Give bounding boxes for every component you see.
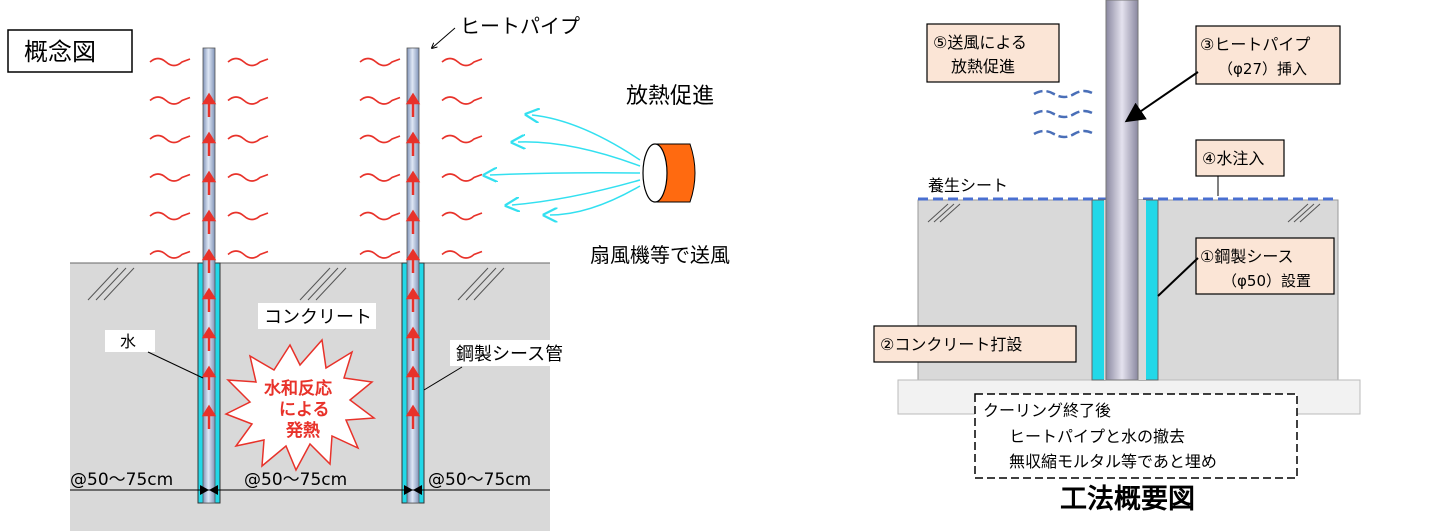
callout-fan-line-2: 放熱促進	[951, 57, 1015, 76]
heat-flow-arrowhead	[201, 326, 217, 339]
water-pointer	[147, 351, 204, 379]
method-overview-diagram: ⑤送風による 放熱促進 ③ヒートパイプ （φ27）挿入 養生シート ④水注入 ①…	[873, 0, 1361, 515]
callout-concrete-box	[873, 325, 1077, 363]
concrete-label: コンクリート	[264, 307, 372, 328]
heat-wave	[149, 211, 191, 221]
heat-wave	[441, 211, 483, 221]
diagram-caption: 工法概要図	[1060, 484, 1195, 515]
heat-flow-arrowhead	[405, 365, 421, 378]
heat-flow-arrowhead	[405, 404, 421, 417]
heat-flow-arrowhead	[201, 248, 217, 261]
heat-wave	[359, 173, 401, 182]
fan-icon	[642, 143, 696, 203]
wind-waves	[1033, 89, 1095, 139]
concrete-label-box	[258, 303, 376, 329]
steel-sheath-label: 鋼製シース管	[456, 344, 563, 365]
heat-flow-arrowhead	[405, 248, 421, 261]
heat-wave	[441, 57, 483, 67]
heat-flow-arrowhead	[201, 287, 217, 300]
water-label: 水	[120, 332, 136, 351]
pipe-pointer	[1124, 71, 1199, 123]
heat-pipe-2	[406, 47, 420, 504]
heat-flow-arrowhead	[201, 404, 217, 417]
dim-tick-1	[200, 485, 218, 495]
heat-wave	[227, 134, 269, 144]
heat-wave	[149, 250, 191, 259]
heat-wave	[441, 173, 483, 182]
reaction-line-3: 発熱	[285, 420, 320, 441]
heat-flow-arrowhead	[405, 92, 421, 105]
heat-wave	[149, 173, 191, 182]
concept-diagram: 概念図 ヒートパイプ 放熱促進 扇風機等で送風 コンクリート	[7, 14, 730, 531]
callout-fan-line-1: ⑤送風による	[933, 33, 1027, 52]
heat-wave	[227, 173, 269, 182]
heat-wave	[441, 250, 483, 259]
reaction-line-1: 水和反応	[264, 378, 332, 399]
heat-pipe-pointer	[432, 27, 456, 48]
heat-wave	[149, 96, 191, 105]
right-ground-hatch	[927, 203, 1321, 223]
sheath-pointer	[1157, 257, 1199, 297]
heat-wave	[149, 134, 191, 144]
callout-pipe-line-1: ③ヒートパイプ	[1200, 35, 1310, 54]
fan-label: 扇風機等で送風	[590, 243, 730, 267]
post-curing-line-1: クーリング終了後	[983, 401, 1111, 420]
callout-fan-box	[926, 23, 1060, 83]
heat-wave	[441, 134, 483, 144]
heat-wave	[359, 134, 401, 144]
callout-sheath-line-1: ①鋼製シース	[1200, 247, 1294, 266]
heat-wave	[227, 96, 269, 105]
steel-sheath-label-box	[450, 340, 600, 366]
heat-flow-arrowhead	[405, 209, 421, 222]
heat-flow-arrowhead	[201, 365, 217, 378]
heat-flow-arrowhead	[405, 131, 421, 144]
heat-pipe-1	[202, 47, 216, 504]
heat-pipe-label: ヒートパイプ	[460, 14, 580, 38]
post-curing-line-2: ヒートパイプと水の撤去	[1009, 427, 1185, 446]
spacing-label-3: @50～75cm	[428, 470, 531, 490]
callout-water-box	[1195, 139, 1285, 177]
callout-pipe-line-2: （φ27）挿入	[1218, 60, 1307, 78]
reaction-line-2: による	[279, 400, 330, 420]
dim-tick-2	[404, 485, 422, 495]
ground-hatch	[87, 267, 505, 301]
heat-flow-arrows	[201, 92, 421, 429]
heat-wave	[227, 211, 269, 221]
heat-emission-waves	[149, 57, 483, 259]
hydration-heat-burst	[224, 338, 377, 472]
spacing-label-2: @50～75cm	[244, 470, 347, 490]
heat-wave	[227, 57, 269, 67]
callout-water: ④水注入	[1202, 149, 1264, 168]
callout-sheath-line-2: （φ50）設置	[1222, 272, 1311, 290]
steel-sheath-pointer	[423, 366, 463, 391]
heat-wave	[359, 96, 401, 105]
heat-wave	[359, 57, 401, 67]
heat-flow-arrowhead	[405, 287, 421, 300]
heat-flow-arrowhead	[405, 326, 421, 339]
heat-wave	[359, 250, 401, 259]
page-title: 概念図	[24, 38, 96, 66]
heat-flow-arrowhead	[201, 131, 217, 144]
heat-pipe-right	[1105, 0, 1139, 381]
heat-flow-arrowhead	[405, 170, 421, 183]
water-label-box	[105, 330, 155, 352]
callout-concrete: ②コンクリート打設	[880, 335, 1022, 354]
callout-pipe-box	[1195, 25, 1341, 85]
sheet-label: 養生シート	[928, 176, 1008, 195]
heat-wave	[441, 96, 483, 105]
heat-wave	[359, 211, 401, 221]
post-curing-line-3: 無収縮モルタル等であと埋め	[1009, 452, 1217, 471]
heat-flow-arrowhead	[201, 209, 217, 222]
heat-flow-arrowhead	[201, 92, 217, 105]
airflow-arrows	[490, 115, 641, 215]
heat-dissipation-label: 放熱促進	[626, 84, 714, 109]
heat-wave	[149, 57, 191, 67]
callout-sheath-box	[1195, 237, 1335, 295]
post-curing-box	[974, 393, 1298, 479]
title-box	[7, 29, 133, 73]
heat-flow-arrowhead	[201, 170, 217, 183]
spacing-label-1: @50～75cm	[70, 470, 173, 490]
heat-wave	[227, 250, 269, 259]
